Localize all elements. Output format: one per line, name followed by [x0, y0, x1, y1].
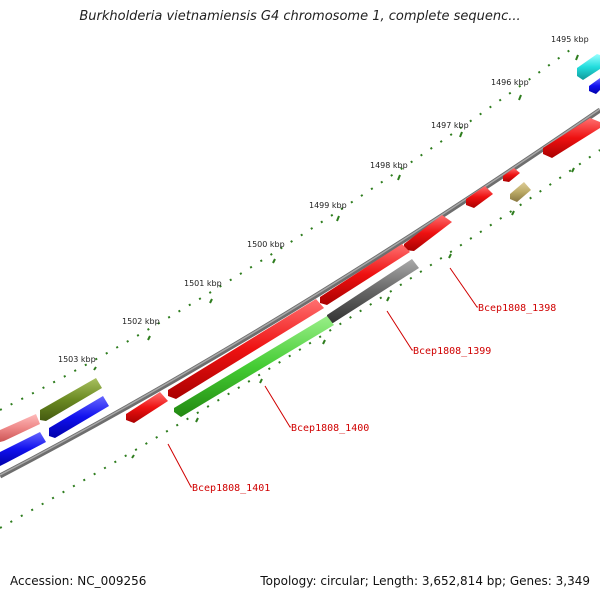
- gene-feature[interactable]: [577, 54, 600, 80]
- gene-feature[interactable]: [174, 316, 334, 417]
- gene-label-leaders: [167, 267, 478, 488]
- scale-label: 1501 kbp: [184, 279, 222, 288]
- gene-feature[interactable]: [466, 186, 493, 208]
- gene-feature[interactable]: [126, 392, 168, 423]
- scale-label: 1500 kbp: [247, 240, 285, 249]
- gene-feature[interactable]: [0, 432, 46, 466]
- gene-feature[interactable]: [320, 244, 410, 305]
- scale-label: 1495 kbp: [551, 35, 589, 44]
- gene-feature[interactable]: [510, 182, 531, 202]
- scale-label: 1498 kbp: [370, 161, 408, 170]
- gene-feature[interactable]: [404, 215, 452, 251]
- inner-scale-ticks: [131, 167, 575, 459]
- scale-label: 1502 kbp: [122, 317, 160, 326]
- gene-feature[interactable]: [40, 378, 102, 421]
- scale-label: 1496 kbp: [491, 78, 529, 87]
- forward-strand-genes[interactable]: [0, 54, 600, 442]
- gene-feature[interactable]: [327, 259, 419, 323]
- scale-label: 1503 kbp: [58, 355, 96, 364]
- scale-label: 1499 kbp: [309, 201, 347, 210]
- accession-text: Accession: NC_009256: [10, 574, 147, 588]
- scale-label: 1497 kbp: [431, 121, 469, 130]
- inner-scale-dots: [0, 149, 600, 529]
- gene-feature[interactable]: [543, 118, 600, 158]
- gene-label-bcep1808-1401[interactable]: Bcep1808_1401: [192, 483, 270, 494]
- gene-feature[interactable]: [503, 168, 520, 182]
- gene-feature[interactable]: [589, 78, 600, 94]
- gene-feature[interactable]: [49, 396, 109, 438]
- gene-label-bcep1808-1399[interactable]: Bcep1808_1399: [413, 346, 491, 357]
- gene-labels: Bcep1808_1398 Bcep1808_1399 Bcep1808_140…: [192, 303, 556, 494]
- gene-label-bcep1808-1398[interactable]: Bcep1808_1398: [478, 303, 556, 314]
- gene-label-bcep1808-1400[interactable]: Bcep1808_1400: [291, 423, 369, 434]
- map-title: Burkholderia vietnamiensis G4 chromosome…: [79, 9, 521, 24]
- chromosome-backbone: [0, 107, 600, 479]
- scale-labels: 1495 kbp 1496 kbp 1497 kbp 1498 kbp 1499…: [58, 35, 589, 364]
- outer-scale-ticks: [93, 54, 579, 371]
- topology-summary: Topology: circular; Length: 3,652,814 bp…: [260, 574, 590, 588]
- gene-feature[interactable]: [0, 414, 40, 442]
- gene-feature[interactable]: [168, 299, 324, 399]
- reverse-strand-genes[interactable]: [0, 78, 600, 466]
